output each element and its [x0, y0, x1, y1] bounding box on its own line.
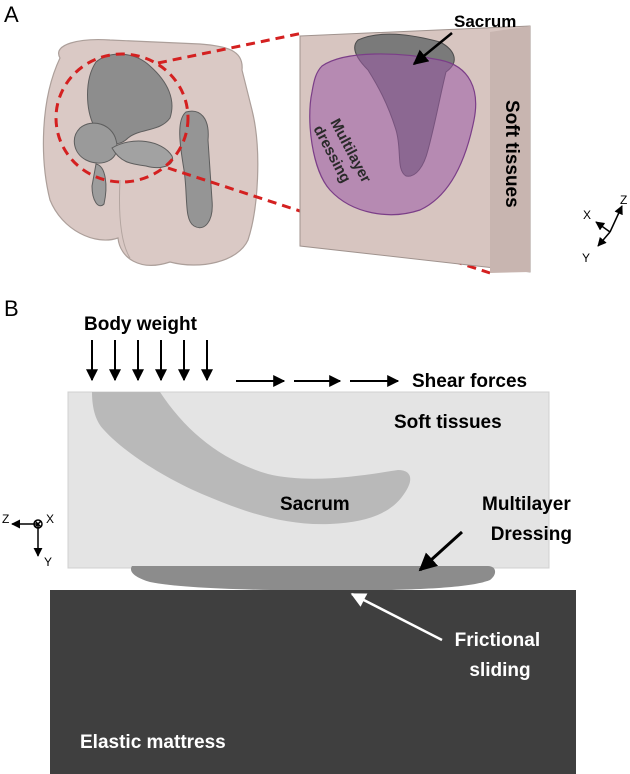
axis-a-z: Z [620, 193, 627, 207]
axis-b-y: Y [44, 555, 52, 569]
panel-b-label: B [4, 296, 19, 321]
elastic-mattress [50, 590, 576, 774]
sacrum-label: Sacrum [280, 494, 350, 515]
callout-line-top [157, 31, 304, 65]
dressing-label: Multilayer Dressing [482, 494, 576, 545]
shear-forces-label: Shear forces [412, 371, 527, 392]
mattress-label: Elastic mattress [80, 732, 226, 753]
body-weight-label: Body weight [84, 314, 198, 335]
panel-a-sacrum-label: Sacrum [454, 12, 516, 31]
sacrum-2d [92, 392, 411, 525]
panel-a-soft-tissues-label: Soft tissues [501, 100, 522, 208]
panel-a: A Sacrum Multilayer d [4, 2, 627, 275]
axes-triad-a [595, 205, 623, 247]
axis-b-x: X [46, 512, 54, 526]
axis-a-x: X [583, 208, 591, 222]
panel-a-label: A [4, 2, 19, 27]
frictional-label: Frictional sliding [455, 630, 546, 681]
panel-a-sacrum-arrow [412, 32, 453, 65]
axes-triad-b [11, 519, 43, 557]
frictional-arrow [350, 592, 443, 642]
femur-bone [179, 110, 213, 229]
dressing-line1: Multilayer [482, 494, 571, 515]
pelvis-bone [87, 53, 173, 145]
callout-circle [54, 52, 190, 184]
dressing-line2: Dressing [491, 524, 572, 545]
axis-a-y: Y [582, 251, 590, 265]
frictional-line1: Frictional [455, 630, 541, 651]
dressing-arrow [418, 530, 464, 572]
zoomed-block [299, 25, 531, 273]
axis-b-z: Z [2, 512, 9, 526]
body-weight-arrows [86, 340, 213, 382]
dressing-3d [309, 53, 477, 216]
pelvis-3d-model [42, 39, 259, 266]
soft-tissues-label: Soft tissues [394, 412, 502, 433]
panel-b: B Body weight Shear forces Soft tissues … [2, 296, 576, 774]
dressing-2d [130, 566, 496, 591]
frictional-line2: sliding [469, 660, 530, 681]
